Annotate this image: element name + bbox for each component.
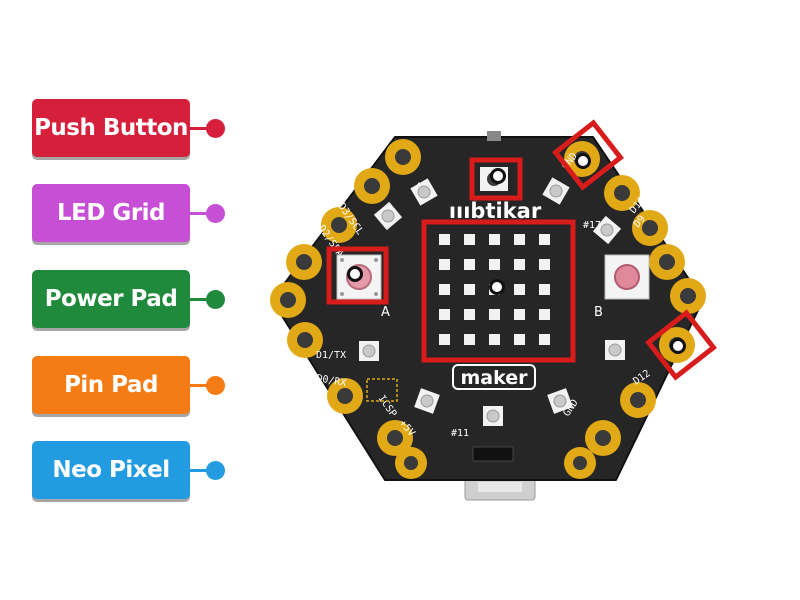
neo-pixel (592, 215, 622, 245)
label-neo-pixel[interactable]: Neo Pixel (32, 441, 190, 499)
button-b-label: B (594, 305, 603, 320)
pin-pad (321, 207, 357, 243)
pin-pad (354, 168, 390, 204)
pin-pad (632, 210, 668, 246)
drop-target[interactable] (490, 168, 506, 184)
drop-target[interactable] (670, 338, 686, 354)
pin-pad (270, 282, 306, 318)
usb-port (478, 482, 522, 492)
label-connector (190, 298, 212, 301)
led (539, 284, 550, 295)
pad-label: D0/RX (315, 373, 347, 389)
highlight-box-pin-pad-top (552, 119, 624, 191)
highlight-box-push-button (326, 246, 389, 305)
neo-pixel (359, 341, 379, 361)
neo-pixel (483, 406, 503, 426)
pin-pad (385, 139, 421, 175)
label-pin-dot[interactable] (206, 290, 225, 309)
led (514, 284, 525, 295)
drop-target[interactable] (347, 266, 363, 282)
brand-logo: ıııbtikar (449, 199, 542, 223)
led (539, 234, 550, 245)
neo-pixel (547, 388, 573, 414)
push-button-b (604, 254, 650, 300)
neo-pixel (605, 340, 625, 360)
pin-pad (620, 382, 656, 418)
led (439, 259, 450, 270)
led (464, 334, 475, 345)
button-a-label: A (381, 305, 390, 320)
label-pin-dot[interactable] (206, 461, 225, 480)
pad-label: D1/TX (316, 350, 346, 361)
label-text: LED Grid (56, 200, 166, 226)
led (539, 334, 550, 345)
neo-pixel (373, 201, 403, 231)
bottom-chip (472, 446, 514, 462)
label-text: Neo Pixel (52, 457, 170, 483)
icsp-header (366, 378, 398, 402)
led (439, 334, 450, 345)
pin-pad (564, 447, 596, 479)
led (514, 309, 525, 320)
neo-pixels (359, 177, 625, 426)
led (464, 284, 475, 295)
led (514, 259, 525, 270)
label-connector (190, 384, 212, 387)
label-power-pad[interactable]: Power Pad (32, 270, 190, 328)
led (514, 234, 525, 245)
neo-pixel (410, 178, 438, 206)
led (539, 259, 550, 270)
label-text: Push Button (34, 115, 188, 141)
led (489, 259, 500, 270)
led (464, 309, 475, 320)
label-text: Power Pad (44, 286, 178, 312)
label-connector (190, 212, 212, 215)
label-pin-dot[interactable] (206, 376, 225, 395)
label-pin-dot[interactable] (206, 204, 225, 223)
pin-pad (604, 175, 640, 211)
label-pin-dot[interactable] (206, 119, 225, 138)
label-text: Pin Pad (64, 372, 158, 398)
small-label: #17 (583, 220, 601, 231)
pin-pad (395, 447, 427, 479)
model-badge (452, 364, 536, 390)
label-led-grid[interactable]: LED Grid (32, 184, 190, 242)
model-label: maker (460, 367, 528, 389)
pin-pad (377, 420, 413, 456)
pin-pad (287, 322, 323, 358)
led (489, 234, 500, 245)
small-label: #11 (451, 428, 469, 439)
highlight-box (469, 157, 523, 201)
led (514, 334, 525, 345)
led (439, 309, 450, 320)
led (464, 259, 475, 270)
answer-labels: Push Button LED Grid Power Pad Pin Pad N… (0, 0, 240, 600)
highlight-box-pin-pad-right (645, 309, 717, 381)
pin-pad (649, 244, 685, 280)
neo-pixel (414, 388, 440, 414)
push-button-b-cap (614, 264, 640, 290)
led (489, 334, 500, 345)
label-connector (190, 469, 212, 472)
led (439, 234, 450, 245)
pin-pad (327, 378, 363, 414)
pin-pad (286, 244, 322, 280)
led (439, 284, 450, 295)
led-matrix (439, 234, 550, 345)
highlight-box-led-grid (421, 219, 576, 363)
led (464, 234, 475, 245)
pin-pad (585, 420, 621, 456)
pin-pad (670, 278, 706, 314)
label-connector (190, 127, 212, 130)
led (539, 309, 550, 320)
led (489, 309, 500, 320)
label-push-button[interactable]: Push Button (32, 99, 190, 157)
label-pin-pad[interactable]: Pin Pad (32, 356, 190, 414)
drop-target[interactable] (489, 279, 505, 295)
top-connector (487, 131, 501, 141)
neo-pixel (542, 177, 570, 205)
drop-target[interactable] (575, 153, 591, 169)
